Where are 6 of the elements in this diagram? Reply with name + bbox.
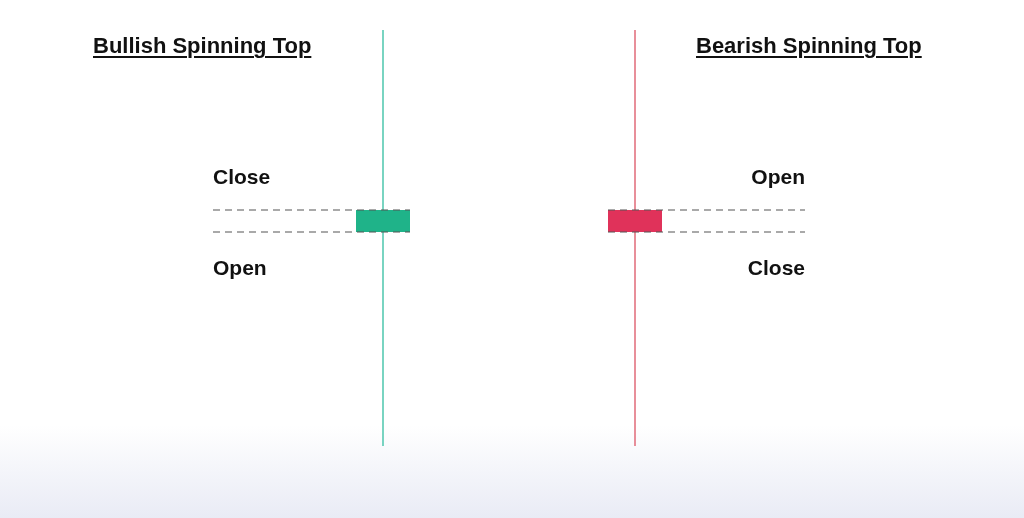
price-label: Close [213,165,271,189]
price-label: Open [213,256,267,280]
price-label: Close [747,256,805,280]
heading: Bullish Spinning Top [93,34,312,58]
price-label: Open [751,165,805,189]
heading: Bearish Spinning Top [696,34,922,58]
